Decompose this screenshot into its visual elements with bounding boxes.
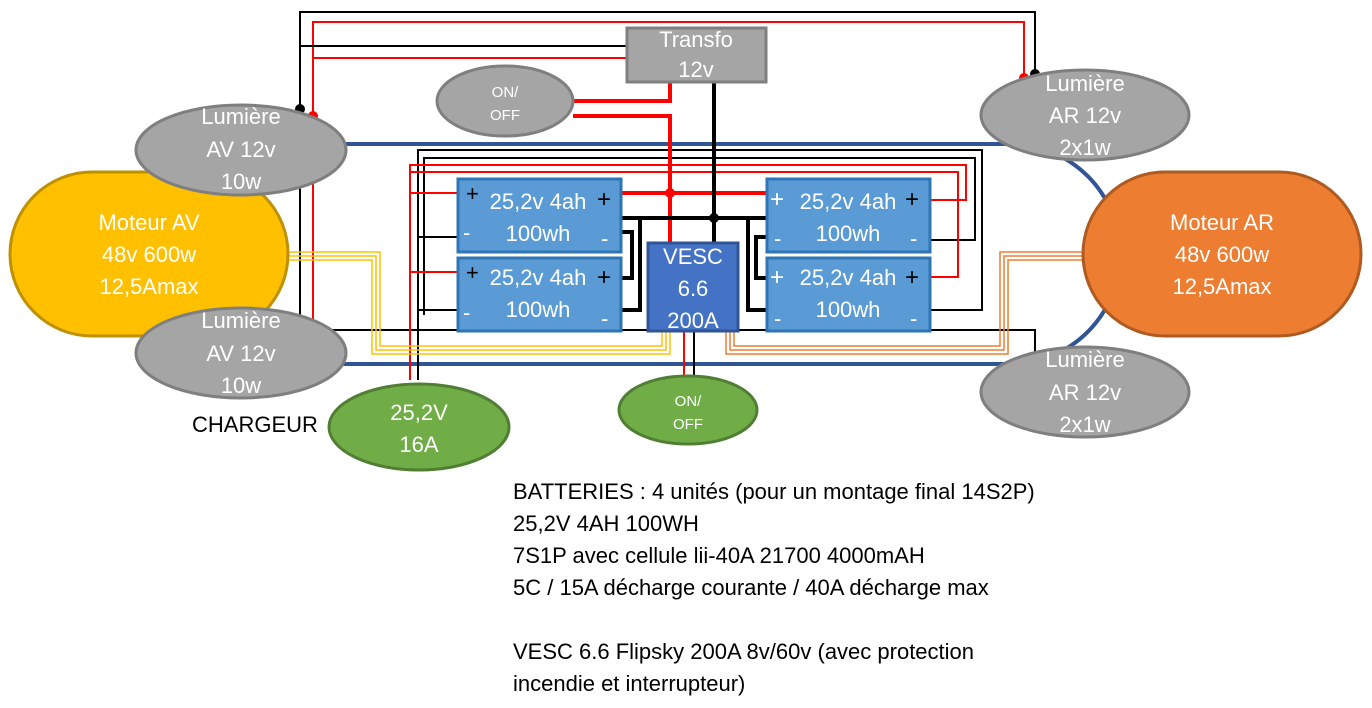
node-label: 100wh: [816, 297, 881, 322]
node-label: 200A: [667, 308, 719, 333]
motor-phase-wires: [286, 251, 1084, 355]
node-label: +: [597, 264, 611, 291]
node-label: +: [466, 260, 479, 285]
node-label: +: [770, 264, 784, 291]
node-label: AV 12v: [206, 341, 275, 366]
node-label: OFF: [673, 416, 703, 433]
battery-4: + + - - 25,2v 4ah 100wh: [765, 256, 932, 333]
node-label: -: [910, 306, 917, 331]
top-onoff-switch: ON/ OFF: [435, 64, 575, 138]
node-label: 10w: [221, 373, 261, 398]
node-label: -: [463, 220, 470, 245]
rear-motor: Moteur AR 48v 600w 12,5Amax: [1081, 170, 1363, 338]
rear-motor-label-3: 12,5Amax: [1172, 274, 1271, 299]
rear-light-top: Lumière AR 12v 2x1w: [979, 68, 1191, 162]
note-line: [513, 604, 1035, 636]
node-label: VESC: [663, 244, 723, 269]
node-label: -: [774, 306, 781, 331]
charger: 25,2V 16A: [327, 382, 511, 472]
node-label: 25,2V: [390, 400, 448, 425]
front-motor-label-3: 12,5Amax: [99, 274, 198, 299]
vesc-controller: VESC 6.6 200A: [646, 241, 740, 333]
node-label: 100wh: [506, 221, 571, 246]
note-line: 5C / 15A décharge courante / 40A décharg…: [513, 575, 989, 600]
note-line: incendie et interrupteur): [513, 671, 746, 696]
node-label: Lumière: [1045, 71, 1124, 96]
node-label: +: [597, 186, 611, 213]
transfo-box: Transfo 12v: [625, 26, 768, 84]
specs-notes: BATTERIES : 4 unités (pour un montage fi…: [513, 476, 1035, 700]
bottom-onoff-switch: ON/ OFF: [617, 374, 759, 446]
node-label: 100wh: [506, 297, 571, 322]
node-label: -: [774, 226, 781, 251]
front-light-bottom: Lumière AV 12v 10w: [134, 306, 348, 400]
node-label: +: [466, 181, 479, 206]
node-label: 25,2v 4ah: [490, 189, 587, 214]
node-label: Lumière: [1045, 347, 1124, 372]
node-label: 2x1w: [1059, 135, 1110, 160]
battery-1: + + - - 25,2v 4ah 100wh: [456, 177, 623, 254]
node-label: 6.6: [678, 276, 709, 301]
transfo-label-2: 12v: [678, 57, 713, 82]
front-motor: Moteur AV 48v 600w 12,5Amax: [8, 170, 290, 338]
front-motor-label-2: 48v 600w: [102, 242, 196, 267]
node-label: AR 12v: [1049, 103, 1121, 128]
node-label: Lumière: [201, 308, 280, 333]
top-switch-label-1: ON/: [492, 84, 520, 101]
node-label: 25,2v 4ah: [800, 189, 897, 214]
top-switch-label-2: OFF: [490, 107, 520, 124]
node-label: +: [905, 186, 919, 213]
battery-3: + + - - 25,2v 4ah 100wh: [765, 177, 932, 254]
node-label: 25,2v 4ah: [490, 265, 587, 290]
node-label: Lumière: [201, 104, 280, 129]
node-label: AV 12v: [206, 137, 275, 162]
node-label: 10w: [221, 169, 261, 194]
node-label: -: [910, 226, 917, 251]
front-motor-label-1: Moteur AV: [98, 210, 199, 235]
charger-caption: CHARGEUR: [192, 412, 318, 437]
transfo-label-1: Transfo: [659, 27, 733, 52]
note-line: VESC 6.6 Flipsky 200A 8v/60v (avec prote…: [513, 639, 975, 664]
node-label: 2x1w: [1059, 412, 1110, 437]
battery-wiring: [409, 82, 983, 380]
node-label: 25,2v 4ah: [800, 265, 897, 290]
note-line: 25,2V 4AH 100WH: [513, 511, 699, 536]
node-label: AR 12v: [1049, 380, 1121, 405]
rear-motor-label-2: 48v 600w: [1175, 242, 1269, 267]
node-label: 16A: [399, 432, 438, 457]
node-label: ON/: [675, 393, 703, 410]
front-light-top: Lumière AV 12v 10w: [134, 103, 348, 197]
node-label: -: [601, 306, 608, 331]
node-label: -: [601, 226, 608, 251]
node-label: 100wh: [816, 221, 881, 246]
node-label: -: [463, 300, 470, 325]
rear-motor-label-1: Moteur AR: [1170, 210, 1274, 235]
rear-light-bottom: Lumière AR 12v 2x1w: [979, 345, 1191, 439]
node-label: +: [905, 264, 919, 291]
node-label: +: [770, 186, 784, 213]
note-line: 7S1P avec cellule lii-40A 21700 4000mAH: [513, 543, 925, 568]
battery-2: + + - - 25,2v 4ah 100wh: [456, 256, 623, 333]
note-line: BATTERIES : 4 unités (pour un montage fi…: [513, 479, 1035, 504]
